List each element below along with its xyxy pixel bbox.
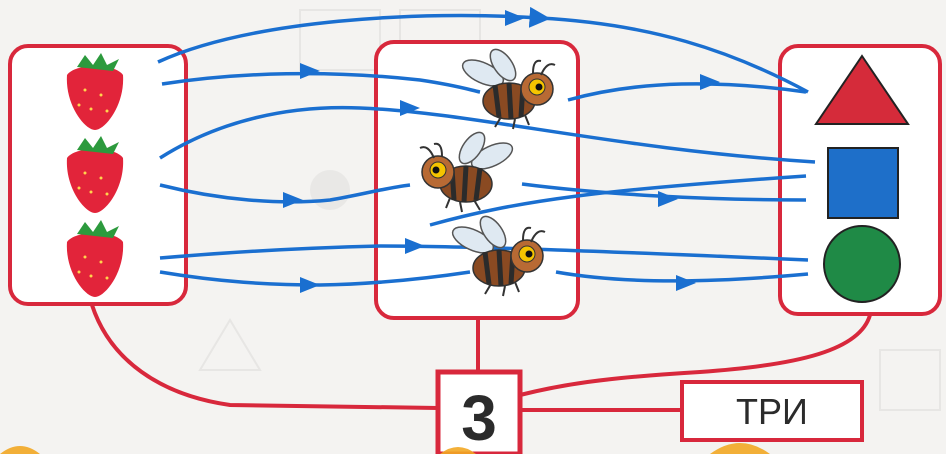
group-connectors: [90, 304, 872, 412]
shape-column: [814, 54, 910, 303]
bee-icon: [419, 131, 514, 213]
strawberry-icon: [66, 220, 124, 297]
strawberry-icon: [66, 136, 124, 213]
bee-icon: [451, 215, 546, 297]
arrowhead-mark: [676, 275, 696, 291]
arrowhead-mark: [405, 238, 425, 254]
decorative-arcs: [0, 443, 770, 454]
left-connector: [90, 304, 439, 410]
strawberry-icon: [66, 53, 124, 130]
word-box: ТРИ: [680, 380, 864, 442]
bee-column: [419, 48, 556, 297]
square-icon: [827, 147, 899, 219]
arrowhead-mark: [300, 63, 320, 79]
arrowhead-mark: [300, 277, 320, 293]
arrowhead-mark: [283, 192, 303, 208]
arrow-line: [157, 6, 809, 94]
number-value: 3: [461, 382, 497, 454]
arrow-line: [159, 183, 411, 204]
arrow-line: [429, 174, 807, 227]
word-value: ТРИ: [736, 391, 808, 432]
arrowheads: [283, 10, 720, 293]
arrowhead-mark: [700, 74, 720, 90]
arrowhead-mark: [658, 191, 678, 207]
arrow-line: [161, 71, 481, 94]
number-box: 3: [435, 369, 523, 454]
matching-arrows: [157, 6, 816, 287]
arrow-line: [521, 182, 807, 202]
arrow-line: [159, 105, 816, 164]
circle-icon: [823, 225, 901, 303]
arrowhead-mark: [505, 10, 525, 26]
arrow-line: [567, 82, 807, 102]
strawberry-column: [66, 53, 124, 297]
triangle-icon: [814, 54, 910, 125]
right-connector: [519, 314, 872, 397]
arrowhead-mark: [400, 100, 420, 116]
bee-icon: [461, 48, 556, 130]
